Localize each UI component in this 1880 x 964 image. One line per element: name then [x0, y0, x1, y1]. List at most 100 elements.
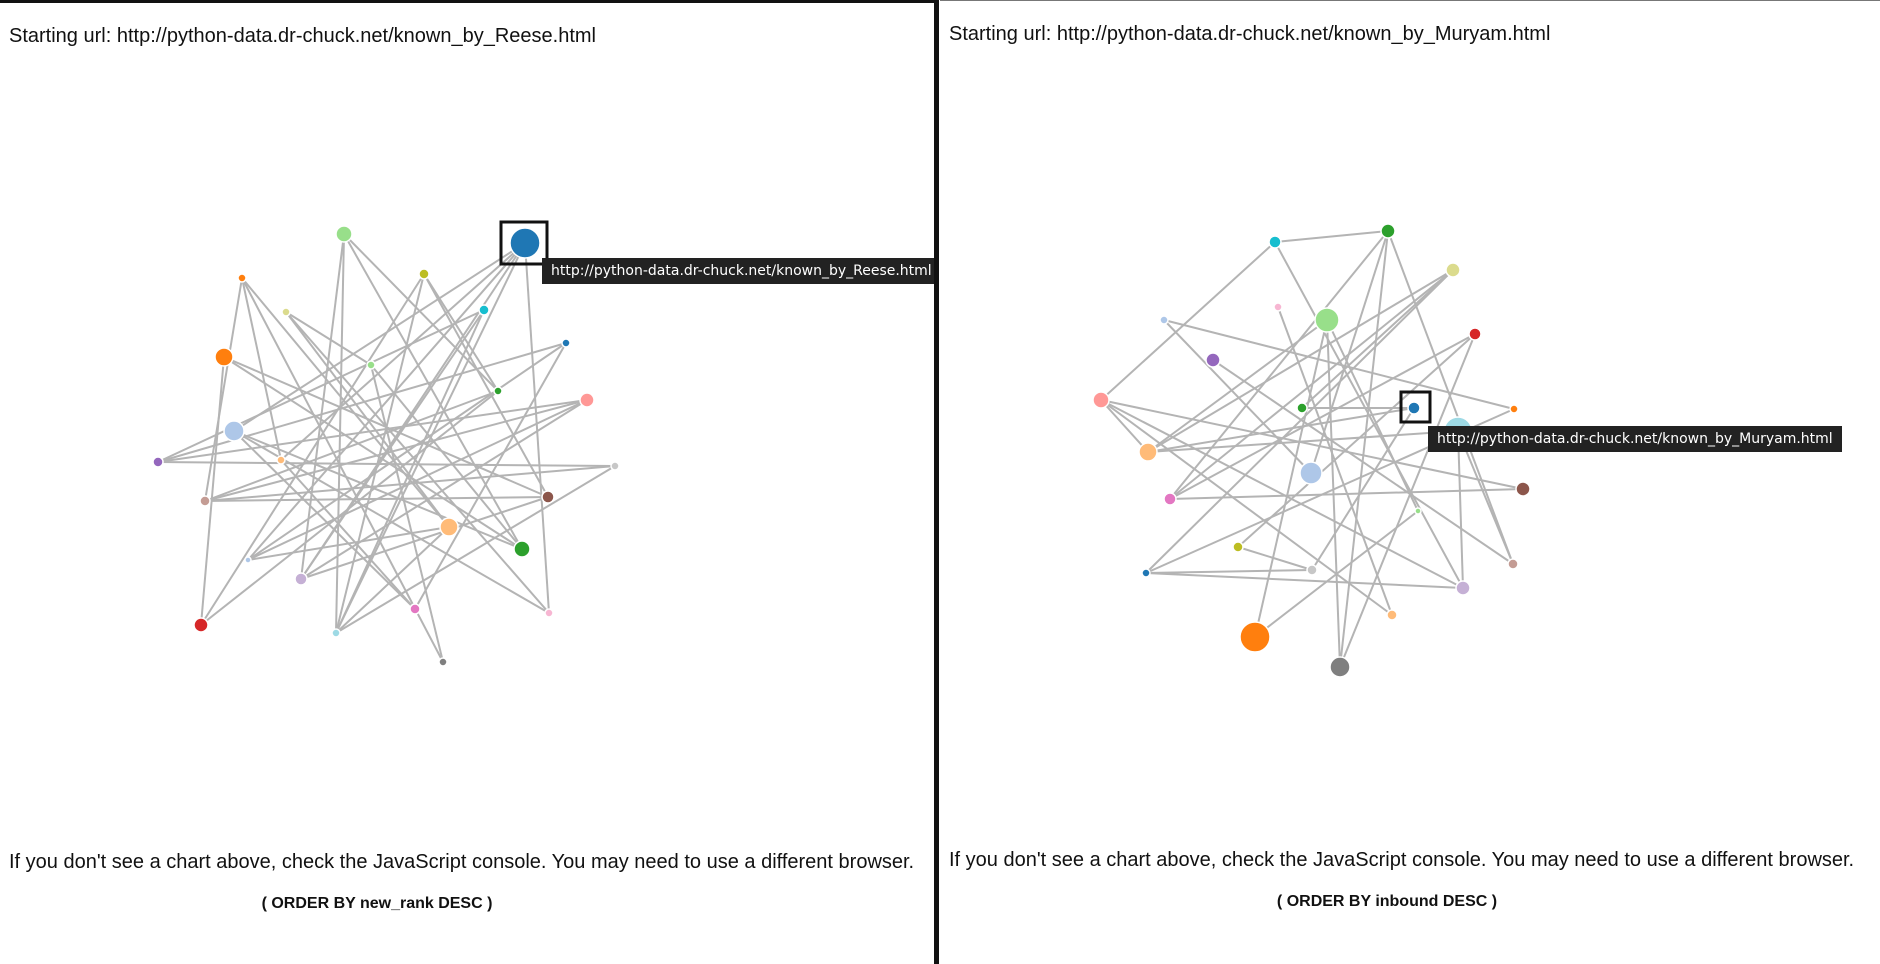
graph-node[interactable]	[1507, 558, 1519, 570]
graph-node[interactable]	[335, 225, 353, 243]
left-panel: Starting url: http://python-data.dr-chuc…	[0, 0, 934, 964]
graph-node[interactable]	[237, 273, 247, 283]
graph-node[interactable]	[1163, 492, 1177, 506]
graph-node[interactable]	[579, 392, 595, 408]
graph-node[interactable]	[152, 456, 164, 468]
graph-node[interactable]	[1299, 461, 1323, 485]
graph-edge	[280, 242, 526, 461]
order-caption: ( ORDER BY inbound DESC )	[1276, 893, 1498, 910]
graph-edge	[233, 430, 416, 610]
graph-node[interactable]	[1380, 223, 1396, 239]
graph-node[interactable]	[561, 338, 571, 348]
starting-url-label: Starting url:	[9, 25, 117, 47]
graph-edge	[1147, 319, 1328, 453]
graph-node[interactable]	[541, 490, 555, 504]
graph-edge	[241, 277, 450, 528]
graph-node[interactable]	[1232, 541, 1244, 553]
force-graph-left[interactable]	[0, 3, 934, 964]
graph-node[interactable]	[1386, 609, 1398, 621]
graph-edge	[1100, 241, 1276, 401]
graph-edge	[204, 399, 588, 502]
graph-edge	[1163, 319, 1312, 474]
graph-node[interactable]	[214, 347, 234, 367]
graph-node[interactable]	[544, 608, 554, 618]
graph-node[interactable]	[1273, 302, 1283, 312]
starting-url-label: Starting url:	[949, 23, 1057, 45]
graph-node[interactable]	[1138, 442, 1158, 462]
graph-edge	[223, 356, 523, 550]
graph-edges	[157, 233, 616, 663]
graph-edges	[1100, 230, 1524, 668]
graph-node[interactable]	[409, 603, 421, 615]
browser-note: If you don't see a chart above, check th…	[949, 849, 1855, 871]
graph-edge	[1457, 430, 1514, 565]
graph-node[interactable]	[513, 540, 531, 558]
order-caption: ( ORDER BY new_rank DESC )	[261, 895, 493, 912]
graph-edge	[157, 399, 588, 463]
graph-node[interactable]	[366, 360, 376, 370]
graph-node[interactable]	[493, 386, 503, 396]
right-panel: Starting url: http://python-data.dr-chuc…	[940, 0, 1880, 964]
graph-edge	[1254, 510, 1419, 638]
graph-node[interactable]	[331, 628, 341, 638]
graph-edge	[157, 342, 567, 463]
graph-node[interactable]	[1468, 327, 1482, 341]
graph-edge	[300, 496, 549, 580]
graph-node[interactable]	[610, 461, 620, 471]
graph-node[interactable]	[418, 268, 430, 280]
graph-node[interactable]	[1455, 580, 1471, 596]
graph-node[interactable]	[1268, 235, 1282, 249]
graph-node[interactable]	[193, 617, 209, 633]
graph-edge	[247, 242, 526, 561]
graph-node[interactable]	[281, 307, 291, 317]
graph-node[interactable]	[1296, 402, 1308, 414]
graph-node[interactable]	[1329, 656, 1351, 678]
graph-node[interactable]	[478, 304, 490, 316]
graph-node[interactable]	[1239, 621, 1271, 653]
starting-url-line: Starting url: http://python-data.dr-chuc…	[9, 25, 596, 48]
node-tooltip: http://python-data.dr-chuck.net/known_by…	[542, 258, 934, 284]
starting-url-line: Starting url: http://python-data.dr-chuc…	[949, 23, 1550, 46]
graph-edge	[335, 465, 616, 634]
starting-url-value: http://python-data.dr-chuck.net/known_by…	[1056, 23, 1551, 45]
graph-node[interactable]	[1092, 391, 1110, 409]
graph-node[interactable]	[1445, 262, 1461, 278]
graph-node[interactable]	[223, 420, 245, 442]
graph-node[interactable]	[439, 517, 459, 537]
graph-edge	[1100, 399, 1464, 589]
graph-edge	[1100, 399, 1524, 490]
graph-nodes	[152, 225, 620, 667]
graph-edge	[157, 309, 485, 463]
graph-edge	[1163, 319, 1515, 410]
graph-node[interactable]	[509, 227, 541, 259]
graph-node[interactable]	[276, 455, 286, 465]
graph-edge	[200, 390, 499, 626]
graph-edge	[233, 430, 550, 614]
graph-node[interactable]	[1414, 507, 1422, 515]
graph-node[interactable]	[1407, 401, 1421, 415]
graph-node[interactable]	[199, 495, 211, 507]
graph-node[interactable]	[1205, 352, 1221, 368]
graph-node[interactable]	[1314, 307, 1340, 333]
graph-edge	[1237, 333, 1476, 548]
graph-node[interactable]	[1515, 481, 1531, 497]
graph-edge	[1237, 546, 1313, 571]
graph-edge	[1339, 230, 1389, 668]
graph-node[interactable]	[1159, 315, 1169, 325]
graph-node[interactable]	[438, 657, 448, 667]
highlight-box	[499, 220, 549, 266]
graph-edge	[241, 277, 444, 663]
graph-edge	[1339, 333, 1476, 668]
graph-edge	[1457, 430, 1464, 589]
graph-node[interactable]	[1306, 564, 1318, 576]
graph-edge	[200, 273, 425, 626]
graph-node[interactable]	[1141, 568, 1151, 578]
graph-node[interactable]	[294, 572, 308, 586]
browser-note: If you don't see a chart above, check th…	[9, 851, 915, 873]
graph-node[interactable]	[244, 556, 252, 564]
graph-node[interactable]	[1509, 404, 1519, 414]
graph-edge	[1169, 488, 1524, 500]
graph-edge	[343, 233, 499, 392]
force-graph-right[interactable]	[940, 1, 1880, 964]
graph-edge	[200, 356, 225, 626]
